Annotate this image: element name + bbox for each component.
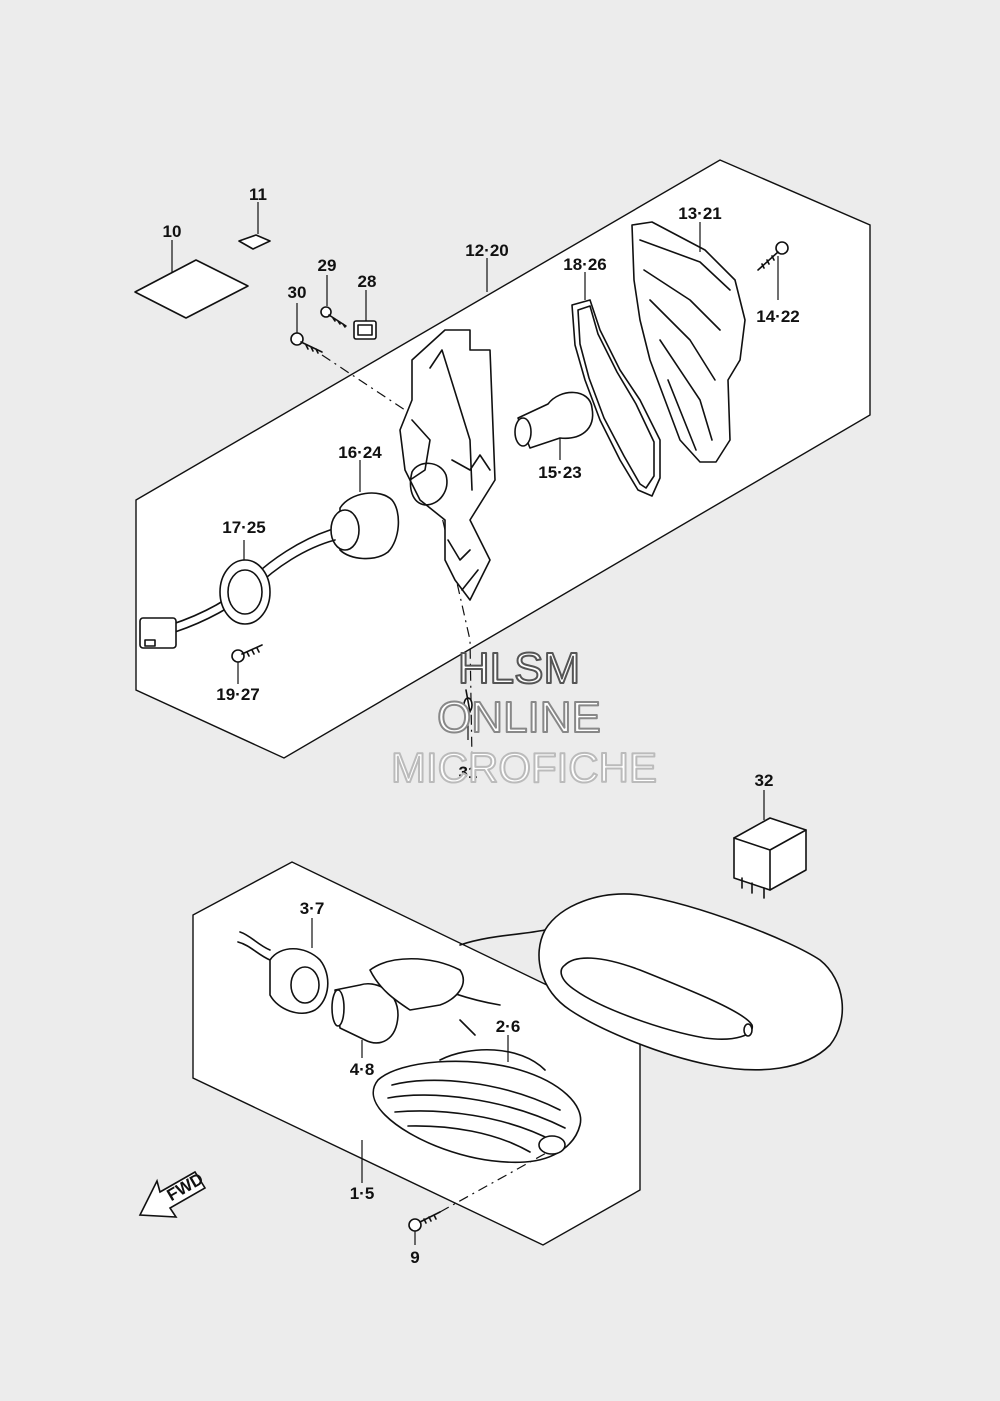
label-30: 30 [288,283,307,302]
part-16-24-socket [330,460,400,560]
part-17-25-harness [139,529,336,649]
label-2-6: 2·6 [496,1017,521,1036]
part-4-8-bulb [331,957,476,1058]
label-3-7: 3·7 [300,899,325,918]
label-12-20: 12·20 [465,241,508,260]
label-16-24: 16·24 [338,443,382,462]
label-17-25: 17·25 [222,518,265,537]
watermark-line3: MICROFICHE [391,744,657,791]
label-19-27: 19·27 [216,685,259,704]
part-28-nut [353,290,377,340]
part-19-27-screw [231,644,263,684]
label-4-8: 4·8 [350,1060,375,1079]
part-9-screw [408,1151,549,1245]
fwd-arrow-icon: FWD [138,1169,207,1218]
part-2-6-lens [372,1035,582,1164]
part-11-pad [238,202,271,250]
label-29: 29 [318,256,337,275]
part-30-screw [290,303,323,354]
label-15-23: 15·23 [538,463,581,482]
part-29-screw [320,275,347,328]
part-14-22-screw [757,241,789,300]
label-10: 10 [163,222,182,241]
part-3-7-socket [237,918,329,1014]
label-14-22: 14·22 [756,307,799,326]
label-9: 9 [410,1248,419,1267]
part-10-plate [134,240,249,319]
label-1-5: 1·5 [350,1184,375,1203]
label-18-26: 18·26 [563,255,606,274]
watermark-line2: ONLINE [437,693,601,742]
label-11: 11 [249,185,267,204]
watermark-line1: HLSM [458,644,580,693]
part-32-relay [733,790,807,899]
part-13-21-lens [631,221,746,463]
mirror-housing [409,893,844,1071]
part-31-screw [463,689,473,740]
label-13-21: 13·21 [678,204,721,223]
part-15-23-bulb [514,391,594,460]
label-31: 31 [459,763,478,782]
label-28: 28 [358,272,377,291]
part-18-26-gasket [571,272,661,497]
label-32: 32 [755,771,774,790]
part-12-20-housing [399,258,496,601]
